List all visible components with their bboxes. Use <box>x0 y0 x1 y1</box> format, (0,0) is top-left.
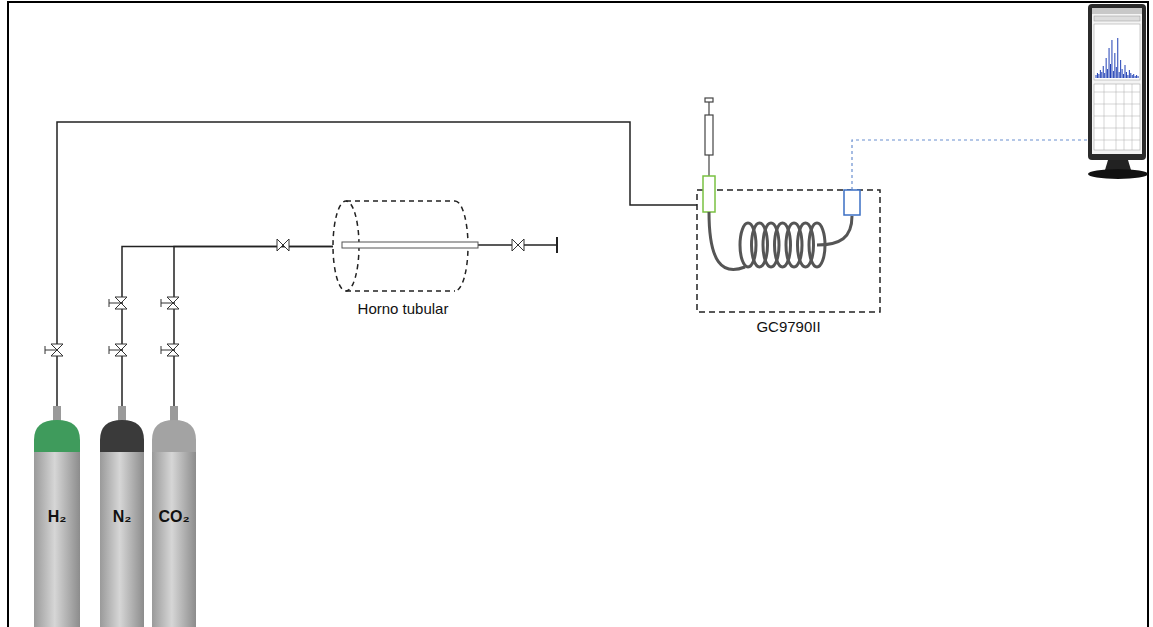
syringe <box>705 98 713 176</box>
frame <box>8 2 1148 627</box>
gas-cylinder: N₂ <box>100 406 144 627</box>
column-coil <box>709 212 852 270</box>
injector <box>703 176 715 212</box>
valve-symbol <box>512 239 524 251</box>
gc-housing <box>697 190 880 312</box>
equipment-label: Horno tubular <box>358 300 449 317</box>
gas-pipe <box>174 247 333 407</box>
gas-cylinder: CO₂ <box>152 406 196 627</box>
tube-furnace: Horno tubular <box>333 200 473 292</box>
valve-symbol <box>109 344 127 356</box>
signal-line <box>852 140 1090 190</box>
valves <box>45 239 524 356</box>
end-cap <box>556 237 558 253</box>
valve-symbol <box>109 297 127 309</box>
equipment-label: GC9790II <box>756 318 820 335</box>
gas-chromatograph: GC9790II <box>697 190 880 312</box>
valve-symbol <box>45 344 63 356</box>
detector <box>844 190 860 215</box>
gas-label: CO₂ <box>158 508 189 526</box>
gas-label: N₂ <box>113 508 132 526</box>
gas-cylinder: H₂ <box>34 406 80 627</box>
gas-label: H₂ <box>48 508 67 526</box>
valve-symbol <box>161 297 179 309</box>
reactor-tube <box>342 242 478 248</box>
monitor <box>1088 4 1148 179</box>
gas-pipe <box>122 247 333 407</box>
valve-symbol <box>161 344 179 356</box>
valve-symbol <box>277 239 289 251</box>
gas-pipe <box>57 122 697 406</box>
